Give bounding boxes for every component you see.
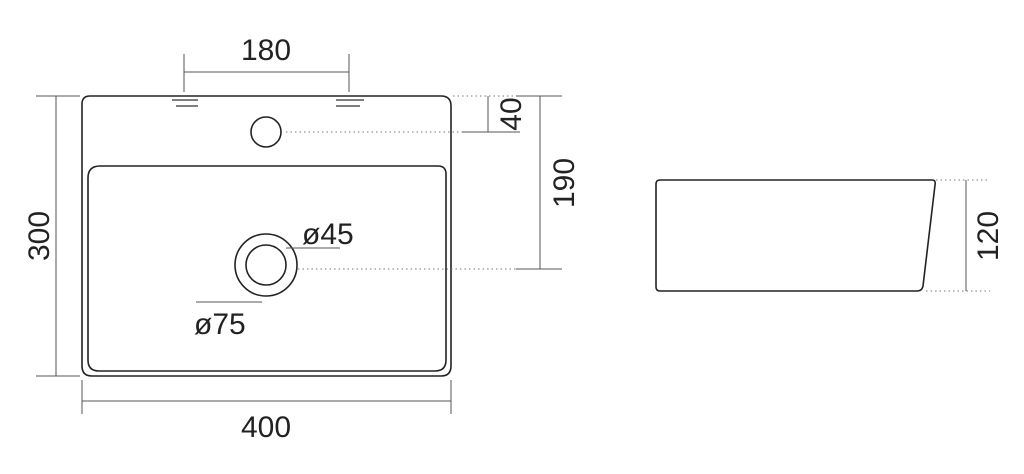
dimension-label-diameter-45: ø45 [302,218,354,251]
dimension-drain-offset: 190 [298,95,581,270]
dimension-drain-inner: ø45 [286,218,354,251]
dimension-drain-outer: ø75 [194,301,262,341]
dimension-tap-offset: 40 [286,95,560,133]
tap-hole-hidden-marks [172,99,364,107]
top-view [81,95,452,377]
drain-inner-ring [245,244,287,286]
side-view-outline [655,179,936,292]
drain-outer-ring [234,233,298,297]
dimension-tap-spacing: 180 [183,34,350,92]
dimension-label-40: 40 [495,97,528,130]
dimension-overall-width: 400 [81,380,452,444]
dimension-label-300: 300 [23,211,56,261]
dimension-label-190: 190 [548,158,581,208]
dimension-label-180: 180 [241,34,291,67]
dimension-label-120: 120 [972,211,1005,261]
dimension-overall-depth: 300 [23,95,80,377]
dimension-label-diameter-75: ø75 [194,308,246,341]
basin-outer-outline [81,95,452,377]
side-view [655,179,936,292]
dimension-label-400: 400 [241,411,291,444]
dimension-height: 120 [926,179,1005,292]
basin-bowl-outline [87,165,447,372]
tap-hole [250,116,282,148]
